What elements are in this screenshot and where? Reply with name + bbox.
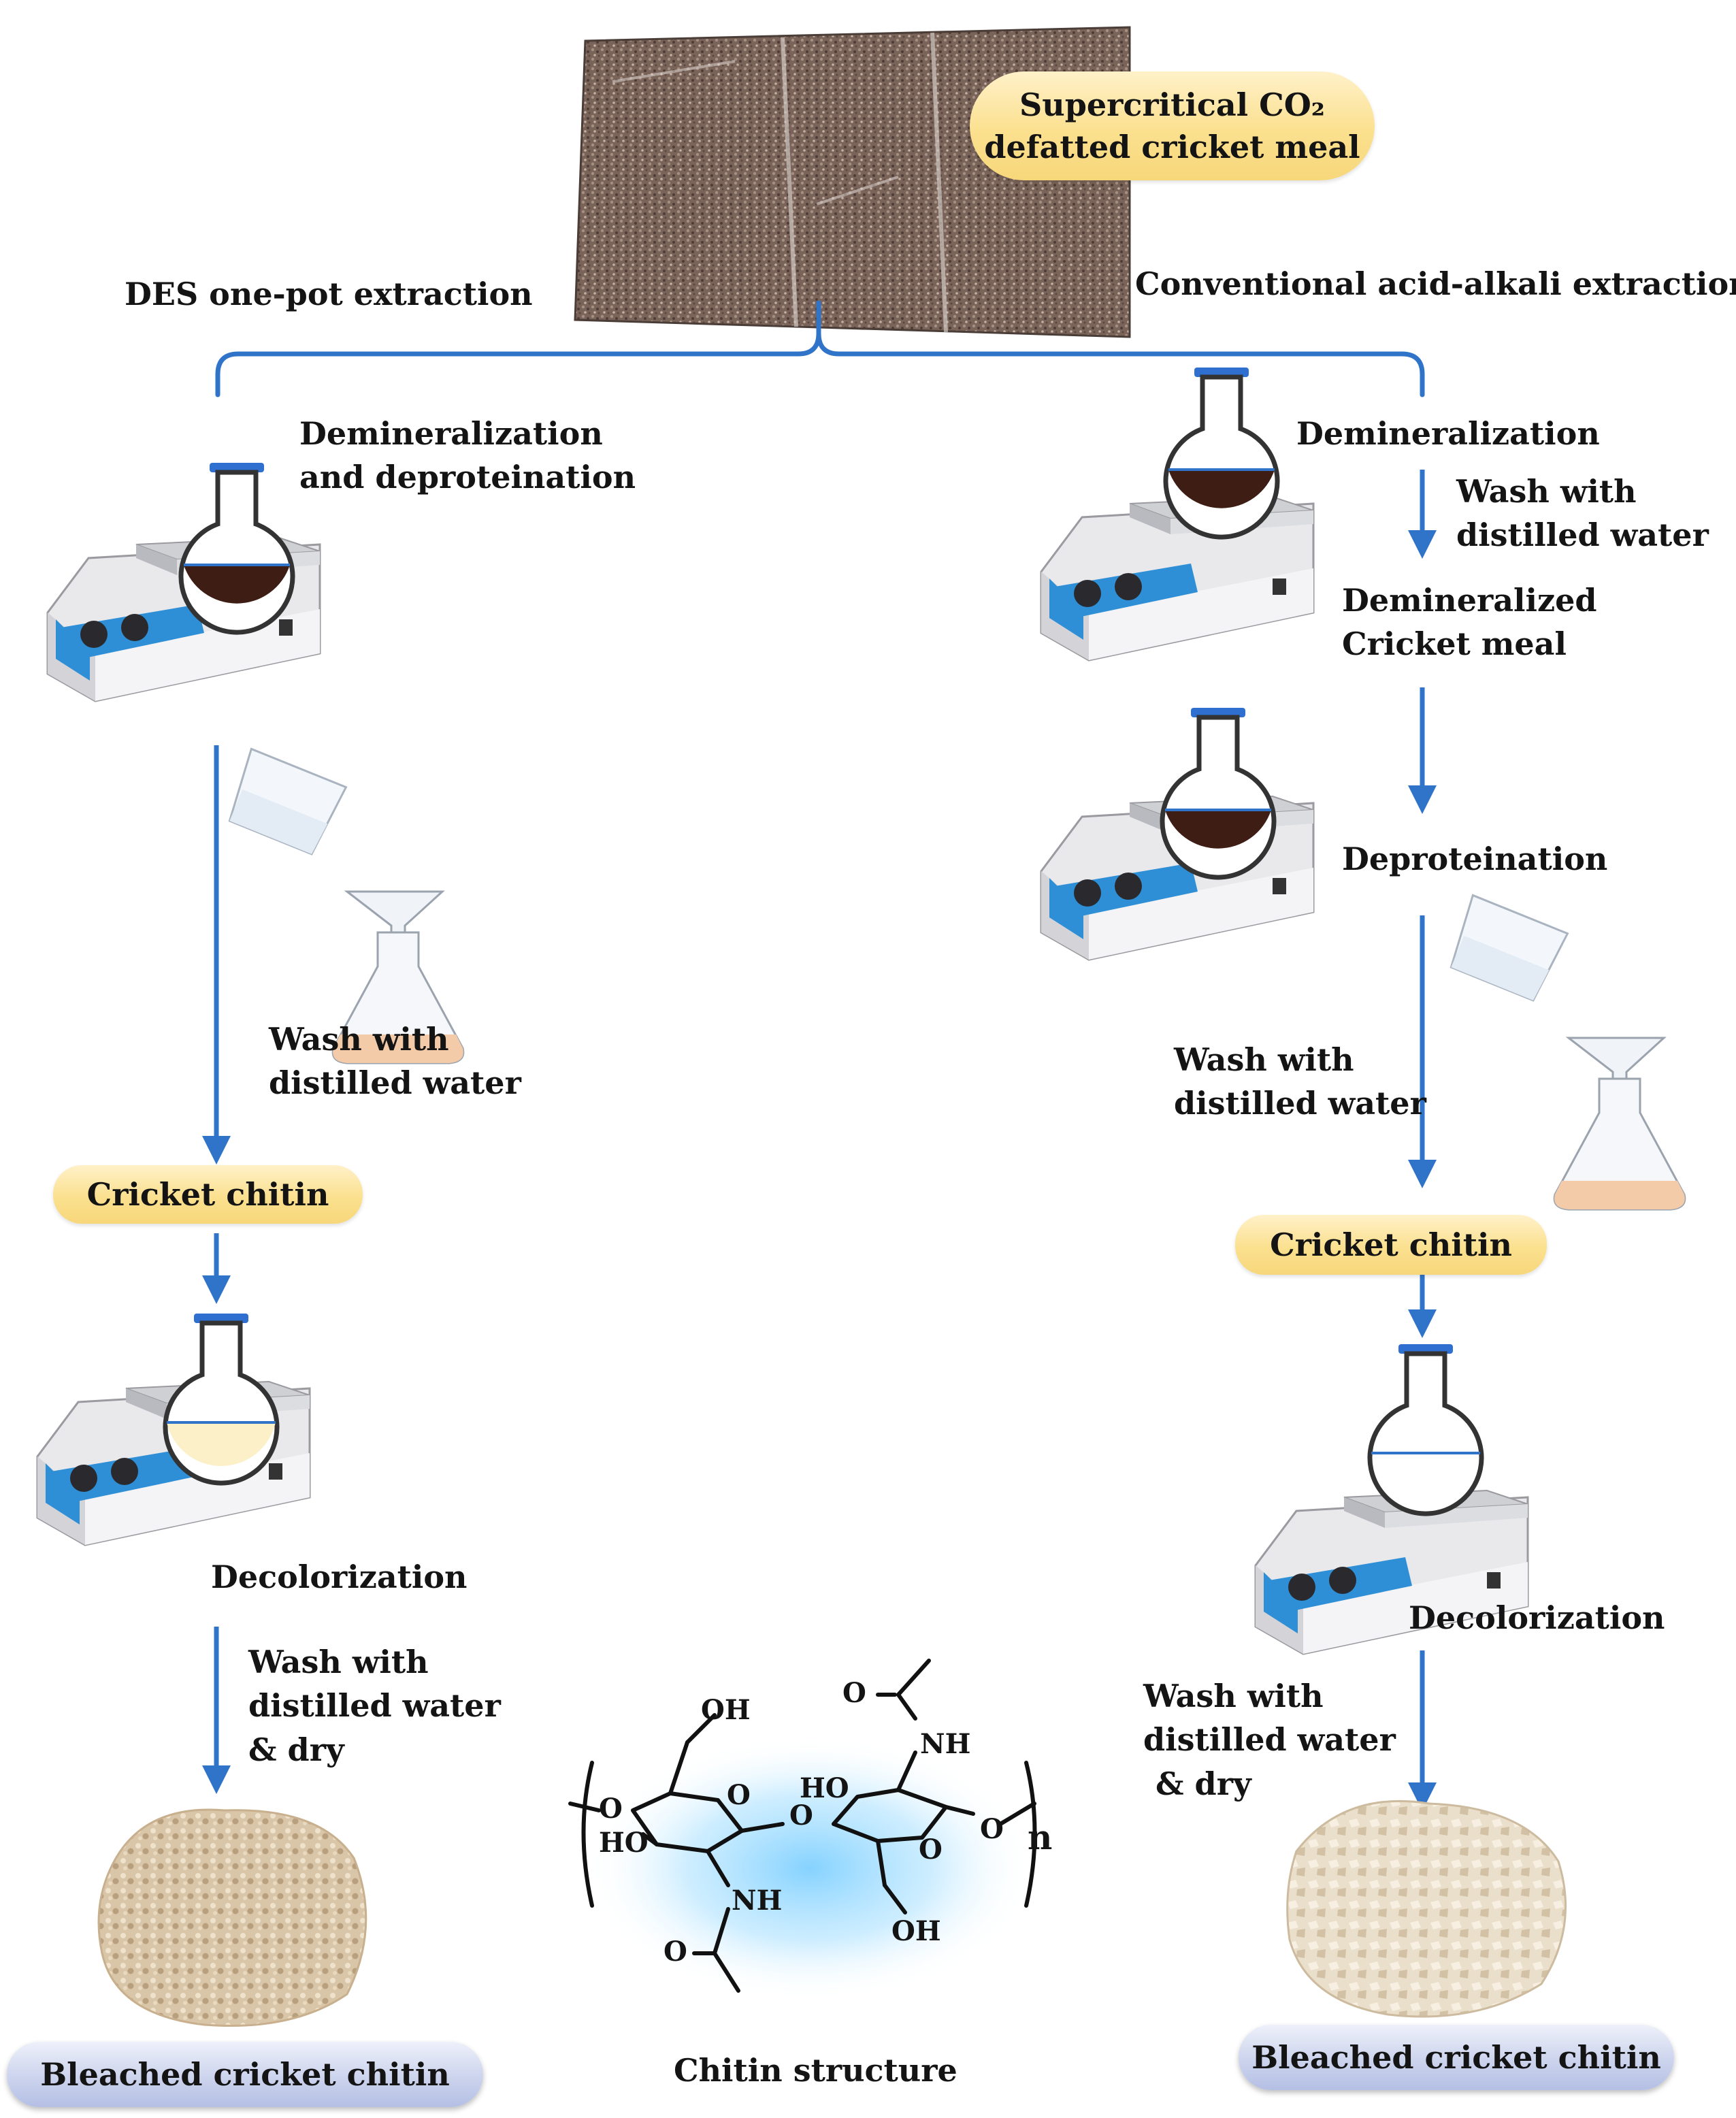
atom-o-link-right: O: [980, 1813, 1004, 1845]
left-flask-2: [165, 1314, 277, 1483]
left-filtration: [222, 747, 465, 1064]
right-wash1-line2: distilled water: [1456, 517, 1709, 554]
left-branch-title: DES one-pot extraction: [125, 276, 533, 312]
right-wash3-line2: distilled water: [1143, 1721, 1396, 1759]
atom-o-carbonyl-bottom: O: [664, 1936, 687, 1968]
left-wash1-line1: Wash with: [269, 1021, 449, 1058]
left-step1-line2: and deproteination: [299, 459, 636, 496]
left-step2-label: Decolorization: [211, 1559, 468, 1595]
left-wash2-line1: Wash with: [248, 1644, 429, 1680]
chitin-structure-drawing: [568, 1659, 1037, 2001]
atom-nh-top: NH: [920, 1728, 971, 1760]
right-wash2-line2: distilled water: [1174, 1085, 1426, 1122]
right-wash3-label: Wash with distilled water & dry: [1143, 1674, 1396, 1806]
branch-bracket: [215, 300, 1425, 397]
right-chitin-photo: [1286, 1799, 1567, 2018]
left-wash2-line2: distilled water: [248, 1687, 501, 1725]
left-wash2-label: Wash with distilled water & dry: [248, 1640, 501, 1772]
left-flask-1: [181, 463, 293, 632]
atom-o-ring-left: O: [727, 1779, 751, 1811]
right-intermediate-line2: Cricket meal: [1342, 625, 1567, 663]
right-branch-title: Conventional acid-alkali extraction: [1135, 265, 1736, 302]
left-step1-line1: Demineralization: [299, 415, 603, 452]
source-label-line2: defatted cricket meal: [984, 129, 1360, 165]
left-step1-label: Demineralization and deproteination: [299, 412, 636, 500]
atom-o-ring-right: O: [919, 1834, 943, 1866]
flow-arrows: [202, 470, 1437, 1811]
right-flask-3: [1370, 1344, 1481, 1514]
right-filtration: [1443, 894, 1686, 1211]
left-wash1-label: Wash with distilled water: [269, 1017, 521, 1105]
atom-o-bridge: O: [789, 1799, 813, 1831]
atom-oh-top: OH: [701, 1694, 751, 1726]
structure-caption: Chitin structure: [674, 2052, 957, 2089]
atom-oh-bottom: OH: [891, 1915, 941, 1947]
right-wash2-label: Wash with distilled water: [1174, 1038, 1426, 1126]
source-label-line1: Supercritical CO₂: [1019, 86, 1325, 123]
left-chitin-photo: [97, 1808, 367, 2027]
right-wash3-line1: Wash with: [1143, 1678, 1324, 1714]
atom-nh-bottom: NH: [732, 1885, 783, 1917]
right-step3-label: Decolorization: [1409, 1599, 1665, 1636]
left-wash1-line2: distilled water: [269, 1064, 521, 1102]
right-hotplate-1: [1040, 495, 1315, 662]
atom-ho-mid: HO: [800, 1772, 849, 1804]
left-wash2-line3: & dry: [248, 1731, 344, 1768]
right-flask-2: [1162, 708, 1274, 877]
right-step1-label: Demineralization: [1296, 415, 1600, 452]
right-intermediate-line1: Demineralized: [1342, 582, 1597, 619]
atom-o-link-left: O: [599, 1793, 623, 1825]
right-final-pill: Bleached cricket chitin: [1239, 2025, 1674, 2090]
right-wash3-line3: & dry: [1156, 1765, 1251, 1802]
atom-o-carbonyl-top: O: [842, 1677, 866, 1709]
right-wash1-label: Wash with distilled water: [1456, 470, 1709, 557]
left-product-pill: Cricket chitin: [53, 1165, 363, 1224]
right-wash2-line1: Wash with: [1174, 1041, 1354, 1078]
right-step2-label: Deproteination: [1342, 841, 1608, 877]
right-wash1-line1: Wash with: [1456, 473, 1637, 510]
source-pill: Supercritical CO₂ defatted cricket meal: [970, 71, 1375, 180]
right-intermediate-label: Demineralized Cricket meal: [1342, 579, 1597, 666]
atom-repeat-n: n: [1028, 1817, 1053, 1857]
right-flask-1: [1166, 368, 1277, 537]
left-final-pill: Bleached cricket chitin: [7, 2042, 483, 2107]
atom-ho-left: HO: [599, 1827, 649, 1859]
right-product-pill: Cricket chitin: [1235, 1215, 1547, 1275]
